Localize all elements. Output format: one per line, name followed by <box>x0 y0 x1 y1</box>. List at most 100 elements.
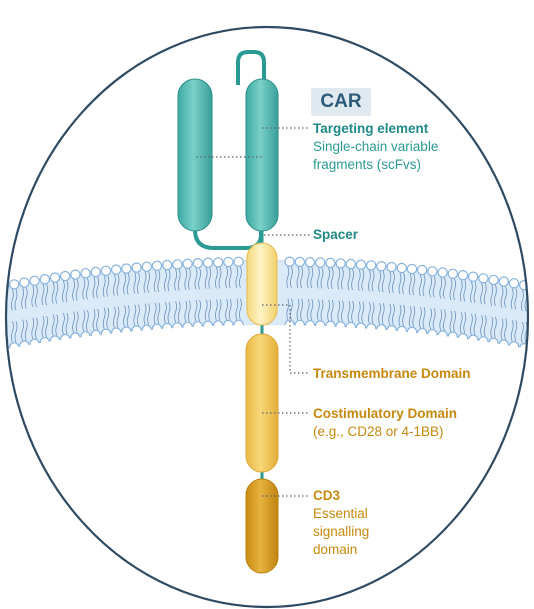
lipid-tail <box>361 269 365 291</box>
lipid-tail <box>21 287 24 309</box>
lipid-head <box>478 273 489 284</box>
lipid-tail <box>31 317 35 339</box>
lipid-tail <box>147 303 150 325</box>
lipid-tail <box>188 300 191 322</box>
lipid-tail <box>290 298 293 320</box>
lipid-tail <box>235 298 239 320</box>
lipid-tail <box>198 300 201 322</box>
lipid-tail <box>347 300 351 323</box>
car-receptor <box>177 50 279 574</box>
lipid-head <box>110 264 122 275</box>
leader-lines <box>196 127 310 497</box>
lipid-head <box>161 259 173 271</box>
lipid-tail <box>65 312 69 335</box>
lipid-tail <box>490 284 494 307</box>
lipid-tail <box>392 303 395 326</box>
lipid-tail <box>204 267 208 289</box>
lipid-head <box>192 258 203 269</box>
lipid-tail <box>398 272 402 295</box>
lipid-tail <box>351 300 354 323</box>
lipid-tail <box>388 303 392 326</box>
lipid-tail <box>368 270 371 292</box>
lipid-tail <box>306 267 310 289</box>
lipid-tail <box>483 283 487 305</box>
cd3-description-line2: signalling <box>313 524 370 539</box>
lipid-tail <box>381 271 385 293</box>
lipid-head <box>233 256 244 267</box>
lipid-tail <box>361 301 365 323</box>
lipid-tail <box>153 270 157 292</box>
transmembrane-domain <box>246 242 278 326</box>
lipid-tail <box>188 268 191 290</box>
lipid-tail <box>147 271 150 293</box>
lipid-tail <box>378 303 381 325</box>
lipid-head <box>437 267 448 278</box>
lipid-tail <box>514 288 518 310</box>
lipid-head <box>366 260 377 271</box>
lipid-tail <box>341 268 344 290</box>
lipid-tail <box>286 298 290 320</box>
lipid-tail <box>504 318 507 340</box>
lipid-head <box>315 257 326 268</box>
lipid-tail <box>35 285 38 307</box>
lipid-tail <box>286 266 290 288</box>
car-title: CAR <box>320 91 362 112</box>
lipid-tail <box>510 320 514 342</box>
lipid-tail <box>341 300 344 322</box>
lipid-tail <box>470 281 473 303</box>
cd3-domain <box>245 478 279 574</box>
lipid-head <box>508 278 520 289</box>
lipid-tail <box>157 270 161 292</box>
lipid-tail <box>11 321 14 343</box>
lipid-tail <box>419 274 422 297</box>
lipid-head <box>284 256 295 267</box>
lipid-head <box>39 274 51 285</box>
lipid-tail <box>218 299 222 321</box>
lipid-tail <box>86 310 89 332</box>
lipid-tail <box>174 301 177 323</box>
lipid-tail <box>392 271 395 294</box>
lipid-tail <box>463 312 467 334</box>
lipid-tail <box>215 267 218 289</box>
lipid-tail <box>239 266 242 288</box>
lipid-tail <box>116 274 120 296</box>
lipid-tail <box>24 319 28 341</box>
lipid-head <box>29 275 40 286</box>
lipid-tail <box>490 316 494 339</box>
lipid-tail <box>408 305 412 328</box>
lipid-tail <box>14 289 18 311</box>
lipid-head <box>121 263 132 274</box>
lipid-tail <box>153 302 157 324</box>
lipid-tail <box>327 267 330 290</box>
lipid-head <box>335 258 346 269</box>
lipid-tail <box>500 286 504 308</box>
lipid-tail <box>296 298 300 321</box>
cd3-label: CD3 <box>313 488 341 503</box>
lipid-tail <box>290 266 293 288</box>
lipid-tail <box>41 284 45 306</box>
lipid-tail <box>439 277 443 299</box>
lipid-head <box>90 266 102 278</box>
cd3-description-line3: domain <box>313 542 358 557</box>
lipid-tail <box>96 308 99 331</box>
scfv-linker-bottom <box>193 203 263 250</box>
lipid-head <box>498 276 509 287</box>
lipid-tail <box>443 277 446 299</box>
lipid-tail <box>174 269 177 291</box>
lipid-head <box>59 270 71 282</box>
lipid-tail <box>453 278 456 300</box>
lipid-tail <box>1 291 3 312</box>
lipid-tail <box>31 285 35 307</box>
lipid-tail <box>157 302 161 324</box>
lipid-tail <box>72 279 75 301</box>
lipid-tail <box>65 280 69 303</box>
lipid-tail <box>500 318 504 340</box>
lipid-tail <box>123 273 126 295</box>
lipid-head <box>212 257 224 268</box>
lipid-tail <box>82 310 86 332</box>
lipid-tail <box>381 303 385 325</box>
scfv-domain-right <box>245 78 279 232</box>
lipid-head <box>468 271 479 282</box>
lipid-tail <box>459 312 463 334</box>
